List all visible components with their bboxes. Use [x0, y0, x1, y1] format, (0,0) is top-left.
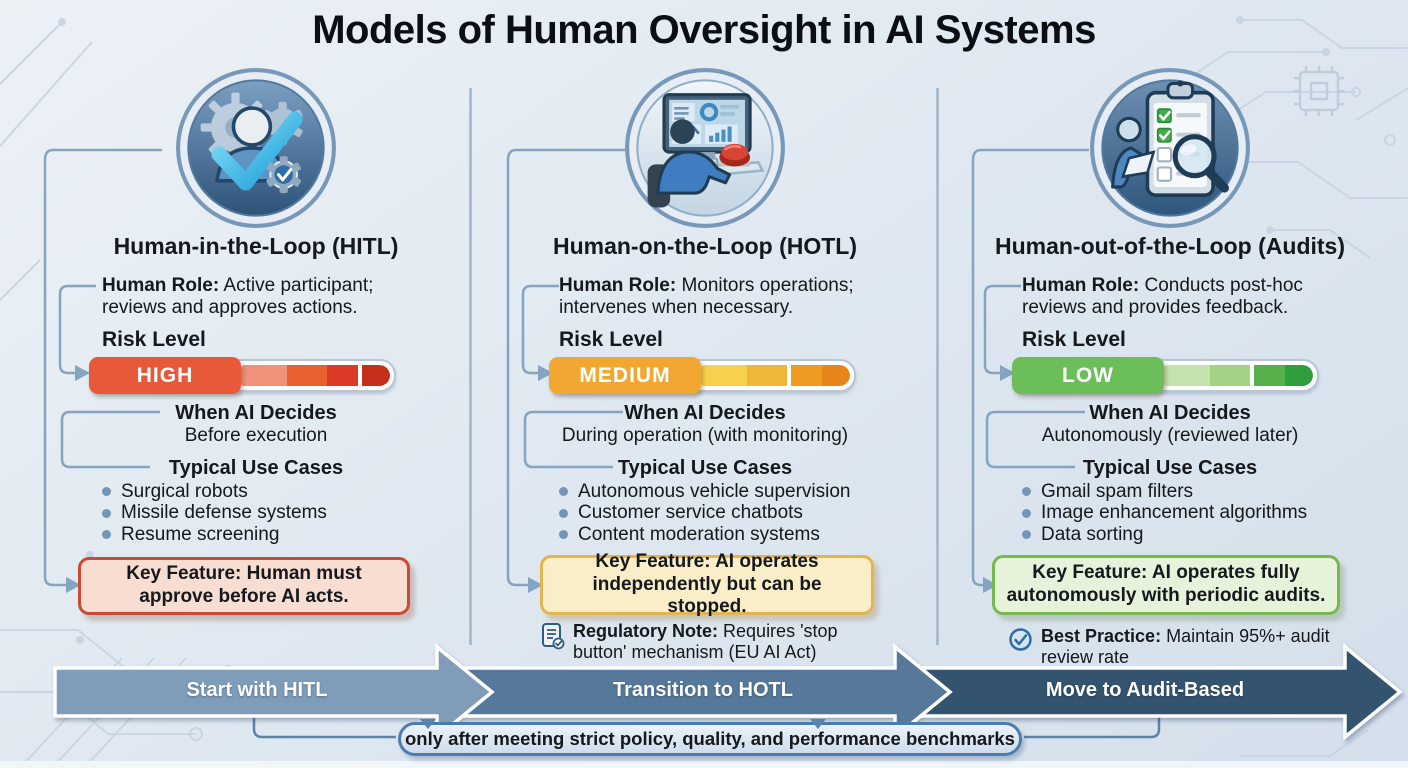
when-ai-decides-label: When AI Decides — [624, 402, 786, 424]
list-item: Missile defense systems — [102, 502, 327, 525]
note-label: Regulatory Note: — [573, 621, 719, 641]
when-ai-decides-value: Autonomously (reviewed later) — [1041, 425, 1299, 446]
risk-value-chip: LOW — [1012, 357, 1164, 394]
risk-level-label: Risk Level — [1022, 328, 1126, 351]
list-item: Surgical robots — [102, 481, 327, 503]
flow-arrow-label-hotl: Transition to HOTL — [613, 679, 793, 701]
list-item: Resume screening — [102, 524, 327, 546]
bullet-icon — [559, 530, 568, 540]
list-item: Image enhancement algorithms — [1022, 502, 1307, 525]
clipboard-magnifier-audit-icon — [1088, 66, 1252, 230]
risk-value-chip: MEDIUM — [549, 357, 701, 394]
when-ai-decides-label: When AI Decides — [175, 402, 337, 424]
flow-arrow-label-hitl: Start with HITL — [186, 679, 328, 701]
key-feature-box: Key Feature: Human must approve before A… — [78, 557, 410, 615]
bullet-icon — [559, 508, 568, 518]
risk-level-bar: LOW — [1012, 357, 1319, 394]
column-audits: Human-out-of-the-Loop (Audits) Human Rol… — [958, 0, 1382, 768]
use-cases-label: Typical Use Cases — [617, 457, 793, 479]
when-ai-decides-value: Before execution — [184, 425, 328, 446]
bullet-icon — [1022, 508, 1031, 518]
transition-condition-note: only after meeting strict policy, qualit… — [398, 722, 1022, 756]
condition-pointer-icon — [420, 719, 436, 729]
human-role-text: Human Role: Monitors operations; interve… — [559, 275, 854, 319]
best-practice-note: Best Practice: Maintain 95%+ audit revie… — [1008, 626, 1380, 668]
use-cases-list: Autonomous vehicle supervision Customer … — [559, 481, 851, 546]
bullet-icon — [1022, 530, 1031, 540]
human-role-label: Human Role: — [102, 275, 220, 296]
document-check-icon — [541, 622, 565, 655]
risk-gradient-track — [701, 365, 850, 386]
regulatory-note: Regulatory Note: Requires 'stop button' … — [541, 621, 889, 663]
list-item: Content moderation systems — [559, 524, 851, 546]
risk-level-bar: HIGH — [89, 357, 396, 394]
note-label: Best Practice: — [1041, 626, 1162, 646]
list-item: Data sorting — [1022, 524, 1307, 546]
list-item: Customer service chatbots — [559, 502, 851, 525]
bullet-icon — [102, 530, 111, 540]
list-item: Gmail spam filters — [1022, 481, 1307, 503]
column-title: Human-in-the-Loop (HITL) — [113, 233, 399, 259]
condition-pointer-icon — [810, 719, 826, 729]
risk-level-label: Risk Level — [559, 328, 663, 351]
key-feature-box: Key Feature: AI operates independently b… — [540, 551, 874, 617]
use-cases-label: Typical Use Cases — [1082, 457, 1258, 479]
page-title: Models of Human Oversight in AI Systems — [312, 8, 1096, 52]
human-role-text: Human Role: Active participant; reviews … — [102, 275, 374, 319]
bullet-icon — [102, 508, 111, 518]
user-gear-checkmark-icon — [174, 66, 338, 230]
key-feature-box: Key Feature: AI operates fully autonomou… — [992, 555, 1340, 615]
bullet-icon — [1022, 487, 1031, 497]
human-role-label: Human Role: — [559, 275, 677, 296]
when-ai-decides-label: When AI Decides — [1089, 402, 1251, 424]
human-role-label: Human Role: — [1022, 275, 1140, 296]
bullet-icon — [102, 487, 111, 497]
risk-gradient-track — [241, 365, 390, 386]
column-title: Human-out-of-the-Loop (Audits) — [994, 233, 1345, 259]
use-cases-label: Typical Use Cases — [168, 457, 344, 479]
operator-console-stop-button-icon — [623, 66, 787, 230]
use-cases-list: Gmail spam filters Image enhancement alg… — [1022, 481, 1307, 546]
list-item: Autonomous vehicle supervision — [559, 481, 851, 503]
column-hitl: Human-in-the-Loop (HITL) Human Role: Act… — [40, 0, 472, 768]
when-ai-decides-value: During operation (with monitoring) — [561, 425, 849, 446]
use-cases-list: Surgical robots Missile defense systems … — [102, 481, 327, 546]
risk-value-chip: HIGH — [89, 357, 241, 394]
human-role-text: Human Role: Conducts post-hoc reviews an… — [1022, 275, 1303, 319]
risk-gradient-track — [1164, 365, 1313, 386]
risk-level-bar: MEDIUM — [549, 357, 856, 394]
bullet-icon — [559, 487, 568, 497]
circle-check-icon — [1008, 627, 1033, 657]
column-hotl: Human-on-the-Loop (HOTL) Human Role: Mon… — [495, 0, 915, 768]
flow-arrow-label-audit: Move to Audit-Based — [1045, 679, 1245, 701]
risk-level-label: Risk Level — [102, 328, 206, 351]
column-title: Human-on-the-Loop (HOTL) — [552, 233, 858, 259]
